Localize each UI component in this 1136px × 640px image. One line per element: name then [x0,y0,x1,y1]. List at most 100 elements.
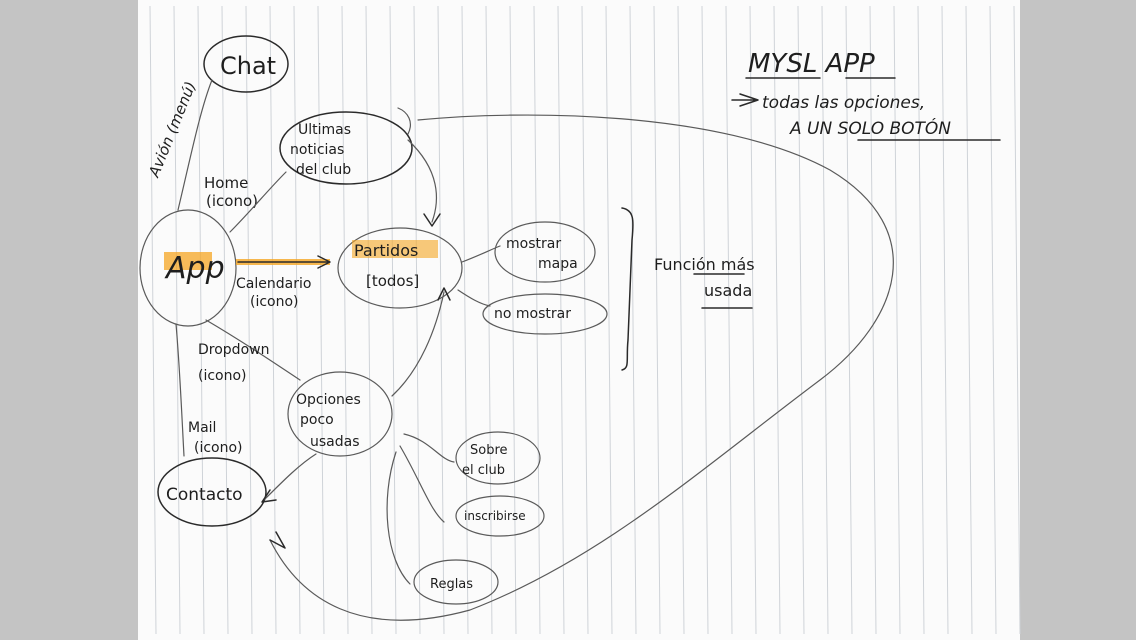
node-noticias-line3: del club [296,162,351,178]
ruled-line [413,5,421,635]
ruled-line [221,5,229,635]
edge-app-opciones [205,319,301,381]
edge-opciones-inscribirse [399,445,445,523]
node-app-outline [139,209,237,327]
ruled-line [245,5,253,635]
node-partidos: Partidos [todos] [337,227,463,309]
ruled-line [701,5,709,635]
ruled-line [965,5,973,635]
node-mostrar-mapa-outline [494,221,596,283]
node-contacto-label: Contacto [166,485,243,505]
node-reglas: Reglas [413,559,499,605]
bracket [621,207,634,371]
node-mostrar-mapa: mostrar mapa [494,221,596,283]
node-mostrar-mapa-line1: mostrar [506,236,561,252]
ruled-line [485,5,493,635]
node-inscribirse-outline [455,495,545,537]
ruled-line [197,5,205,635]
subtitle-line1: todas las opciones, [762,93,925,113]
ruled-line [749,5,757,635]
ruled-line [773,5,781,635]
ruled-line [557,5,565,635]
node-chat-outline [203,35,289,93]
edge-label-mail-2: (icono) [194,440,243,456]
ruled-line [173,5,181,635]
node-chat-label: Chat [220,52,276,80]
node-contacto: Contacto [157,457,267,527]
node-app-label: App [164,251,225,286]
edge-label-calendario-1: Calendario [236,276,311,292]
ruled-line [869,5,877,635]
edge-app-partidos [237,255,331,269]
ruled-line [797,5,805,635]
ruled-line [581,5,589,635]
funcion-line1: Función más [654,255,755,274]
partidos-highlight [352,240,438,258]
ruled-line [629,5,637,635]
node-noticias-outline [279,111,413,185]
node-no-mostrar: no mostrar [482,293,608,335]
node-reglas-label: Reglas [430,577,473,592]
ruled-line [821,5,829,635]
node-opciones-line2: poco [300,412,334,428]
title: MYSL APP [748,49,875,79]
edge-app-contacto [175,323,185,457]
edge-opciones-partidos [391,291,445,397]
subtitle-line2: A UN SOLO BOTÓN [789,117,951,139]
node-no-mostrar-outline [482,293,608,335]
node-partidos-line1: Partidos [354,241,418,260]
node-sobre-club-line1: Sobre [470,443,508,458]
edge-label-home-2: (icono) [206,192,258,210]
node-opciones-line3: usadas [310,434,360,450]
node-opciones-line1: Opciones [296,392,361,408]
edge-label-avion: Avión (menú) [145,79,200,181]
node-opciones: Opciones poco usadas [287,371,393,457]
edge-label-dropdown-1: Dropdown [198,342,269,358]
ruled-line [677,5,685,635]
edge-partidos-nomostrar [457,289,491,307]
edge-opciones-sobre [403,433,455,463]
big-loop [269,114,894,621]
ruled-lines [149,5,1021,635]
ruled-line [941,5,949,635]
ruled-line [437,5,445,635]
arrowhead-partidos-bottom [437,287,451,301]
ruled-line [389,5,397,635]
noticias-arrow-tail [397,107,411,135]
edge-label-mail-1: Mail [188,420,216,436]
ruled-line [1013,5,1021,635]
ruled-line [917,5,925,635]
funcion-line2: usada [704,281,752,300]
node-opciones-outline [287,371,393,457]
node-sobre-club-line2: el club [462,463,505,478]
arrowhead-contacto [261,489,277,503]
arrowhead-partidos-top [423,213,441,227]
node-noticias-line1: Ultimas [298,122,351,138]
node-app: App [139,209,237,327]
edge-label-dropdown-2: (icono) [198,368,247,384]
title-block: MYSL APP todas las opciones, A UN SOLO B… [731,49,1001,141]
edge-app-chat [177,79,213,211]
node-noticias-line2: noticias [290,142,344,158]
ruled-line [605,5,613,635]
node-inscribirse-label: inscribirse [464,509,526,523]
ruled-line [365,5,373,635]
ruled-line [317,5,325,635]
ruled-line [893,5,901,635]
big-loop-arrowhead [269,531,286,549]
arrow-icon [731,93,759,107]
node-inscribirse: inscribirse [455,495,545,537]
node-partidos-outline [337,227,463,309]
ruled-line [461,5,469,635]
ruled-line [149,5,157,635]
edge-label-home-1: Home [204,174,248,192]
node-contacto-outline [157,457,267,527]
ruled-line [845,5,853,635]
node-reglas-outline [413,559,499,605]
ruled-line [269,5,277,635]
ruled-line [653,5,661,635]
ruled-line [725,5,733,635]
ruled-line [293,5,301,635]
